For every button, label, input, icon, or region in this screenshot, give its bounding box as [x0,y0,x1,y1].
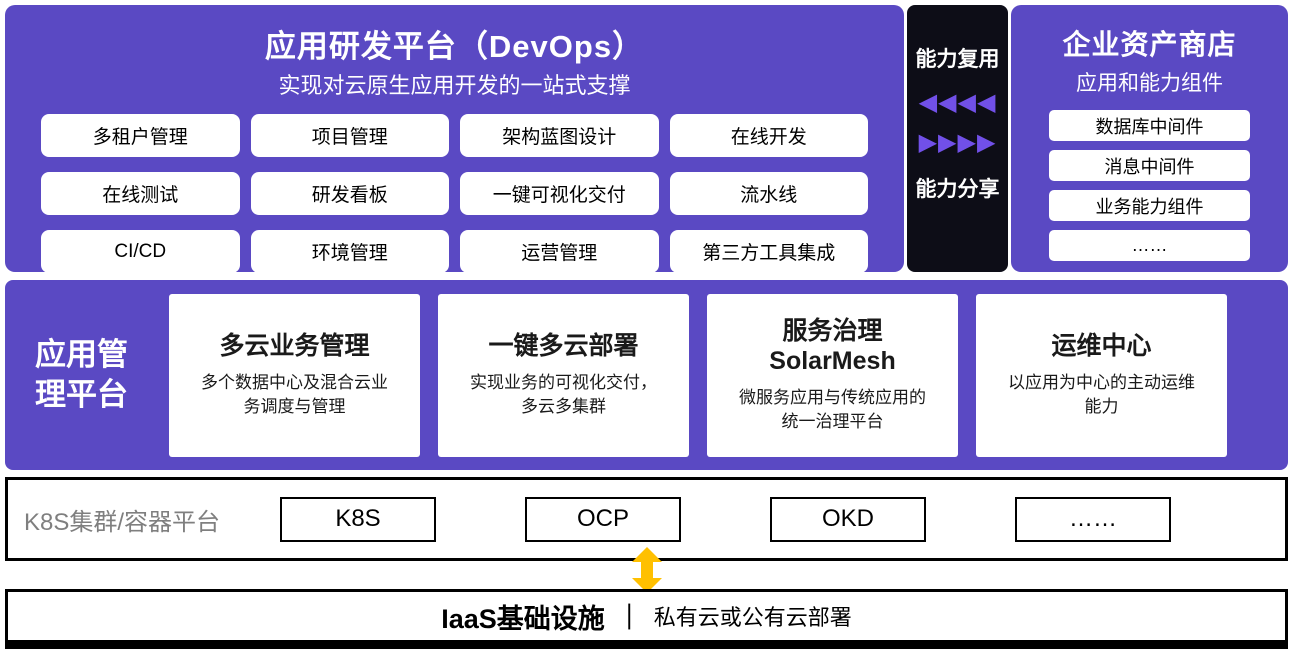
container-platform-item: OKD [770,496,926,542]
card-title: 服务治理 [782,317,883,346]
devops-feature: 环境管理 [250,230,449,273]
right-arrows-icon: ▶▶▶▶ [918,129,997,156]
mgmt-card-service-governance: 服务治理 SolarMesh 微服务应用与传统应用的统一治理平台 [707,293,958,457]
asset-store-item: 数据库中间件 [1049,110,1250,141]
devops-feature: 运营管理 [460,230,659,273]
app-management-cards: 多云业务管理 多个数据中心及混合云业务调度与管理 一键多云部署 实现业务的可视化… [169,293,1227,457]
devops-title: 应用研发平台（DevOps） [264,29,645,64]
devops-feature: 在线测试 [41,172,240,215]
container-platform-label: K8S集群/容器平台 [24,508,221,536]
devops-feature: 在线开发 [669,114,868,157]
devops-subtitle: 实现对云原生应用开发的一站式支撑 [278,73,631,98]
card-title: 运维中心 [1051,332,1152,361]
asset-store-item: 业务能力组件 [1049,190,1250,221]
card-desc: 以应用为中心的主动运维能力 [1008,373,1195,416]
asset-store-title: 企业资产商店 [1062,29,1237,60]
card-desc: 实现业务的可视化交付，多云多集群 [470,373,657,416]
mgmt-card-ops-center: 运维中心 以应用为中心的主动运维能力 [976,293,1227,457]
container-platform-band: K8S集群/容器平台 K8S OCP OKD …… [5,477,1288,561]
card-desc: 微服务应用与传统应用的统一治理平台 [739,388,926,431]
iaas-band: IaaS基础设施 ｜ 私有云或公有云部署 [5,589,1288,643]
card-title: 一键多云部署 [488,332,639,361]
devops-feature: 一键可视化交付 [460,172,659,215]
devops-platform-panel: 应用研发平台（DevOps） 实现对云原生应用开发的一站式支撑 多租户管理 项目… [5,5,904,273]
container-platform-item: OCP [525,496,681,542]
asset-store-list: 数据库中间件 消息中间件 业务能力组件 …… [1049,110,1250,261]
bidirectional-arrow-icon [632,547,662,593]
iaas-separator: ｜ [616,604,642,632]
mgmt-card-multicloud-business: 多云业务管理 多个数据中心及混合云业务调度与管理 [169,293,420,457]
asset-store-subtitle: 应用和能力组件 [1076,72,1223,95]
devops-feature-grid: 多租户管理 项目管理 架构蓝图设计 在线开发 在线测试 研发看板 一键可视化交付… [41,114,868,273]
devops-feature: CI/CD [41,230,240,273]
bottom-divider [5,643,1288,649]
capability-share-label: 能力分享 [915,178,1000,201]
app-management-panel: 应用管理平台 多云业务管理 多个数据中心及混合云业务调度与管理 一键多云部署 实… [5,280,1288,470]
container-platform-item: K8S [280,496,436,542]
capability-bridge: 能力复用 ◀◀◀◀ ▶▶▶▶ 能力分享 [907,5,1008,272]
left-arrows-icon: ◀◀◀◀ [918,89,997,116]
iaas-subtitle: 私有云或公有云部署 [653,605,852,630]
card-title-line2: SolarMesh [769,347,896,376]
card-desc: 多个数据中心及混合云业务调度与管理 [201,373,388,416]
asset-store-item: …… [1049,230,1250,261]
asset-store-item: 消息中间件 [1049,150,1250,181]
devops-feature: 流水线 [669,172,868,215]
mgmt-card-onekey-deploy: 一键多云部署 实现业务的可视化交付，多云多集群 [438,293,689,457]
devops-feature: 项目管理 [250,114,449,157]
asset-store-panel: 企业资产商店 应用和能力组件 数据库中间件 消息中间件 业务能力组件 …… [1011,5,1288,272]
devops-feature: 第三方工具集成 [669,230,868,273]
iaas-title: IaaS基础设施 [441,603,605,634]
capability-reuse-label: 能力复用 [915,48,1000,71]
devops-feature: 研发看板 [250,172,449,215]
container-platform-list: K8S OCP OKD …… [280,496,1171,542]
devops-feature: 多租户管理 [41,114,240,157]
devops-feature: 架构蓝图设计 [460,114,659,157]
card-title: 多云业务管理 [219,332,370,361]
container-platform-item: …… [1015,496,1171,542]
app-management-label: 应用管理平台 [35,336,128,412]
